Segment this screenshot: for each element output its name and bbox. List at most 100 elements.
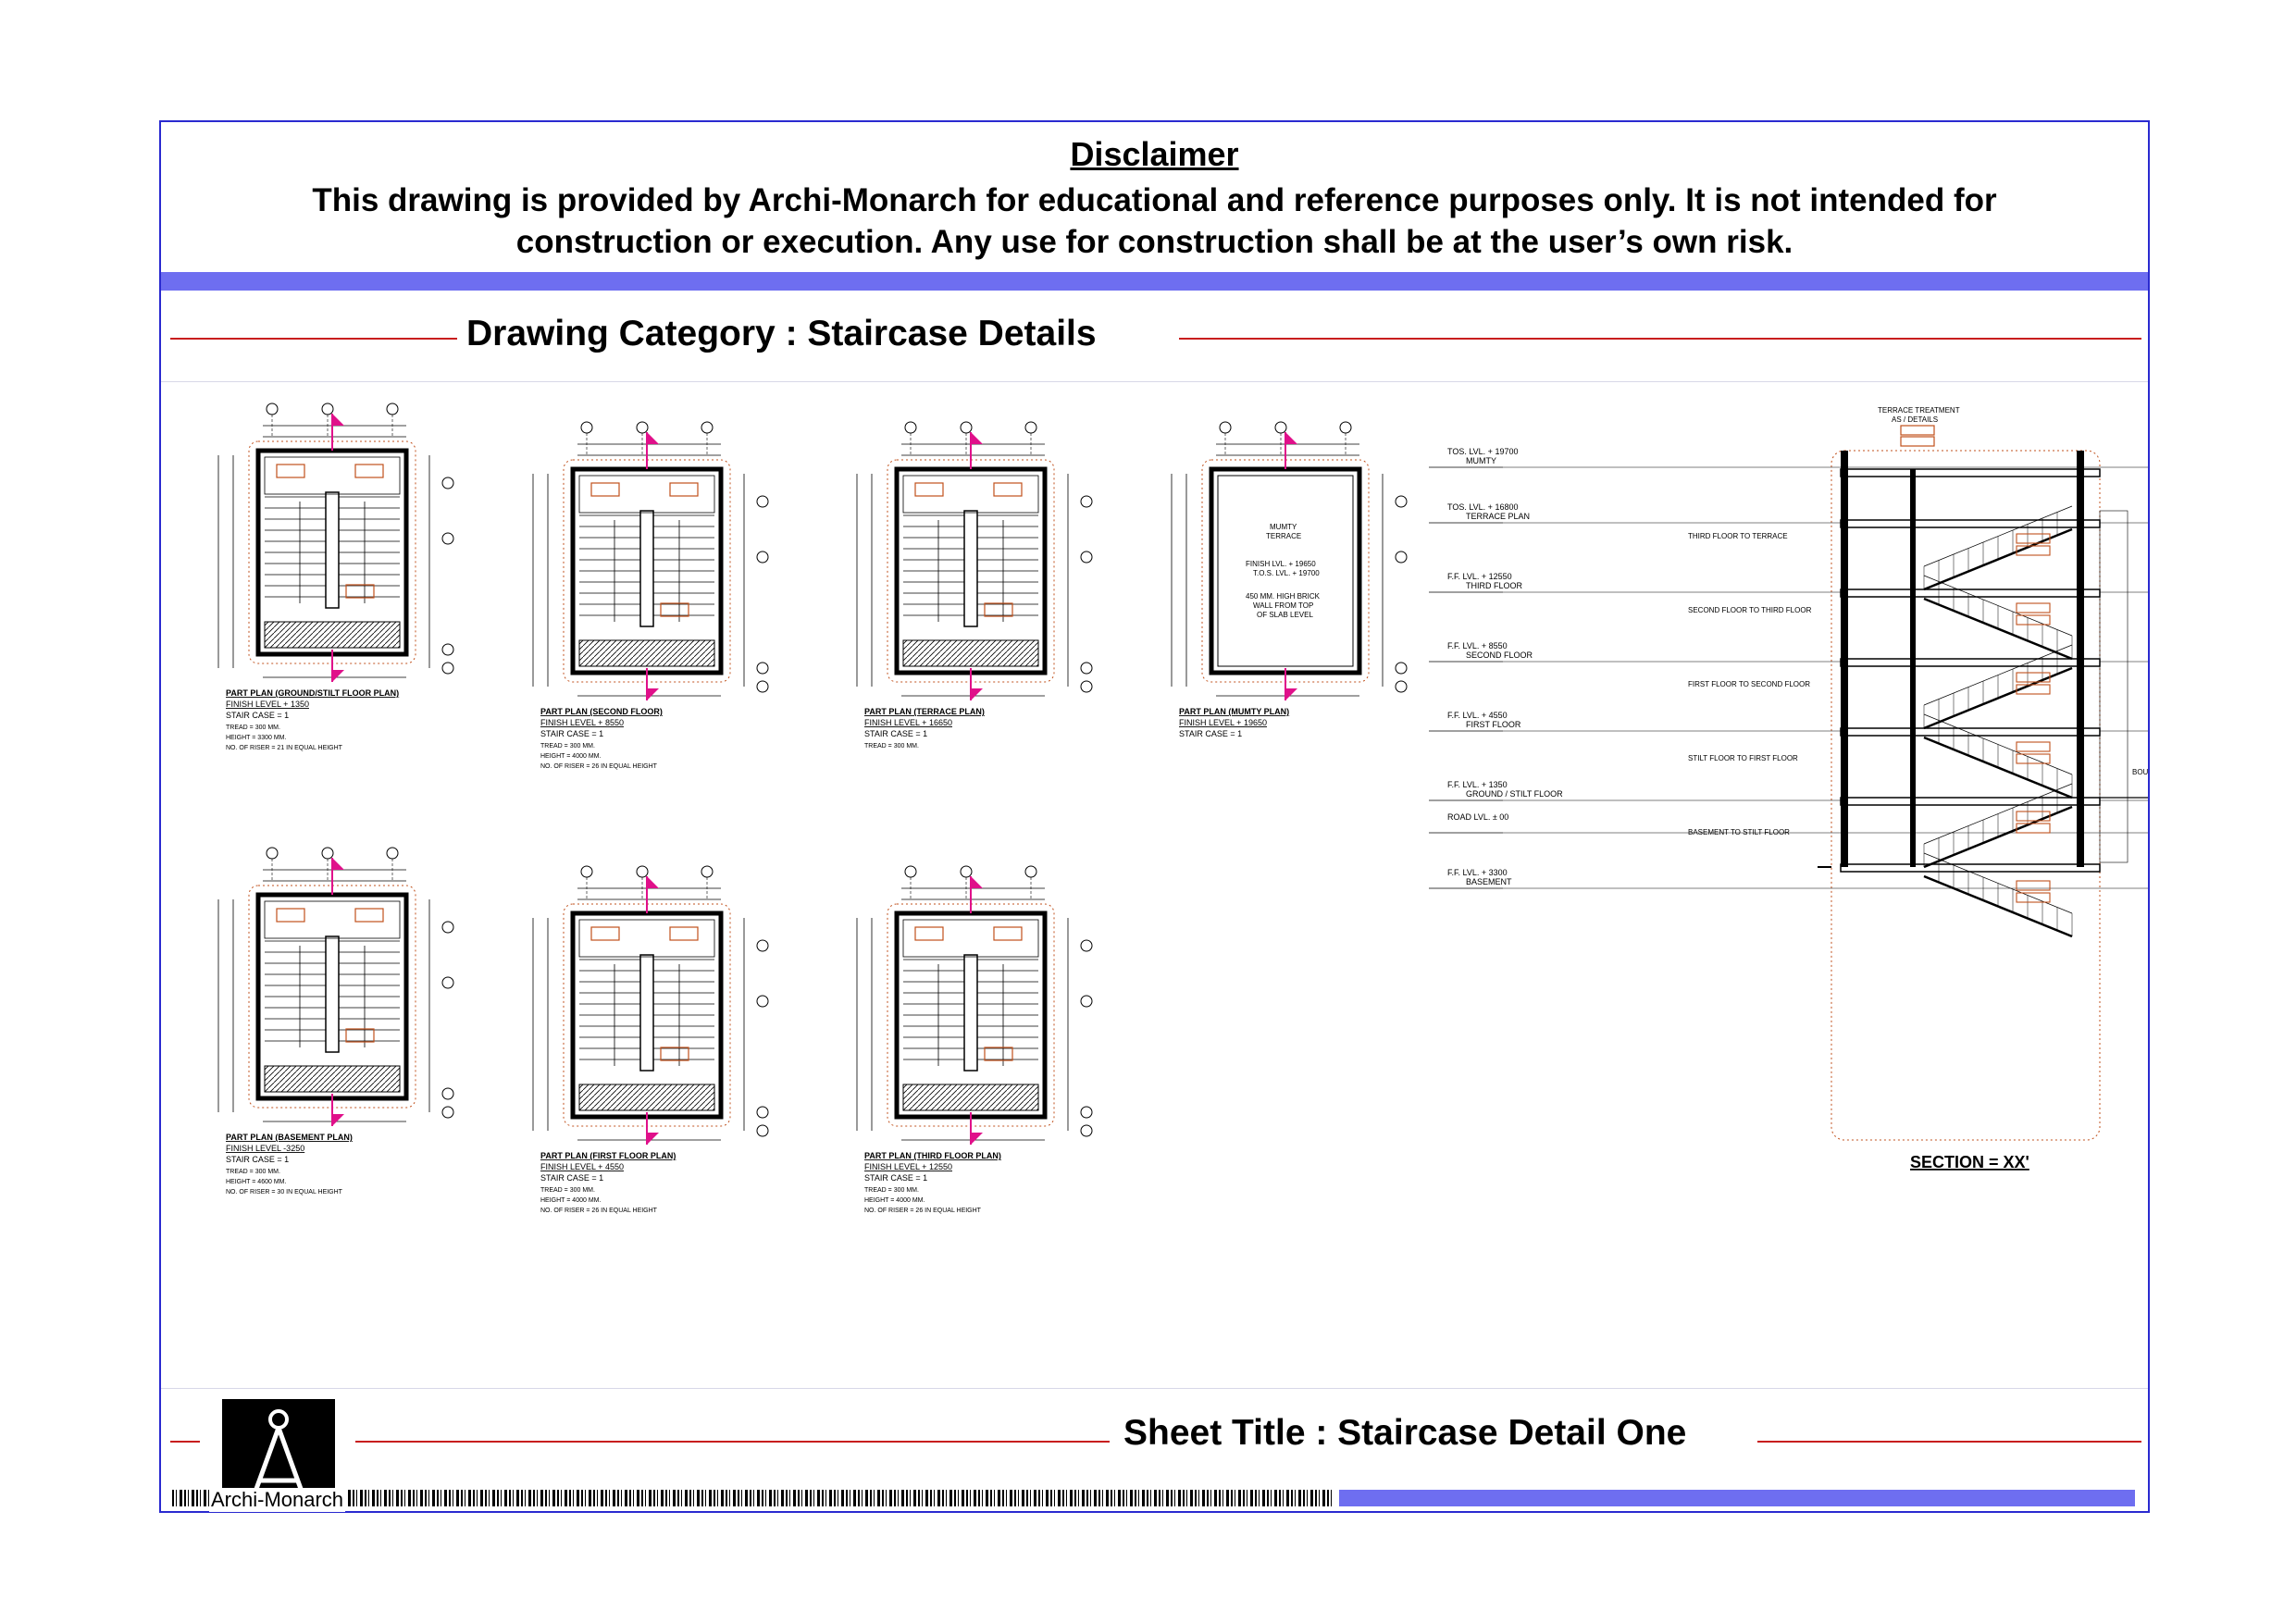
level-tag — [914, 926, 944, 941]
level-tag — [345, 1028, 375, 1043]
mumty-wall-note: OF SLAB LEVEL — [1257, 611, 1313, 619]
flight-note: STILT FLOOR TO FIRST FLOOR — [1688, 754, 1798, 762]
grid-bubble — [441, 976, 454, 989]
sheet-title: Sheet Title : Staircase Detail One — [1123, 1413, 1687, 1453]
mumty-finish: FINISH LVL. + 19650 — [1246, 560, 1316, 568]
staircase-plan-5: PART PLAN (BASEMENT PLAN)FINISH LEVEL -3… — [217, 847, 454, 1196]
grid-bubble — [321, 847, 334, 860]
level-tag — [993, 926, 1023, 941]
sheet-frame: Disclaimer This drawing is provided by A… — [159, 120, 2150, 1513]
landing — [578, 475, 715, 514]
grid-bubble — [1080, 939, 1093, 952]
level-tag — [2016, 614, 2051, 626]
grid-bubble — [1024, 865, 1037, 878]
level-tag — [345, 584, 375, 599]
level-tag — [993, 482, 1023, 497]
level-tag — [2016, 811, 2051, 822]
grid-bubble — [756, 995, 769, 1008]
floor-slab — [1840, 588, 2101, 598]
plan-stair-count: STAIR CASE = 1 — [226, 711, 289, 720]
plan-finish-level: FINISH LEVEL + 19650 — [1179, 718, 1267, 727]
grid-bubble — [1080, 551, 1093, 564]
level-name: SECOND FLOOR — [1466, 650, 1533, 660]
section-marker-top — [971, 876, 983, 888]
shaft-strip — [578, 639, 715, 667]
level-tag — [590, 482, 620, 497]
flight-note: THIRD FLOOR TO TERRACE — [1688, 532, 1788, 540]
section-marker-bottom — [332, 670, 344, 682]
level-tag — [669, 482, 699, 497]
level-tag — [590, 926, 620, 941]
level-tag — [1900, 425, 1935, 436]
mumty-inner — [1217, 475, 1354, 667]
floor-slab — [1840, 519, 2101, 528]
section-marker-bottom — [647, 1133, 659, 1145]
direction-arrow — [937, 520, 1004, 622]
grid-bubble — [1219, 421, 1232, 434]
grid-bubble — [1395, 680, 1408, 693]
level-tag — [2016, 741, 2051, 752]
floor-slab — [1840, 727, 2101, 737]
section-marker-top — [971, 432, 983, 444]
staircase-plan-6: PART PLAN (FIRST FLOOR PLAN) FINISH LEVEL… — [532, 865, 769, 1214]
plan-stair-count: STAIR CASE = 1 — [226, 1155, 289, 1164]
grid-bubble — [756, 551, 769, 564]
level-value: TOS. LVL. + 16800 — [1447, 502, 1518, 512]
grid-bubble — [441, 532, 454, 545]
level-tag — [354, 464, 384, 478]
terrace-note: TERRACE TREATMENT — [1878, 406, 1960, 415]
brand-name: Archi-Monarch — [209, 1488, 346, 1512]
grid-bubble — [756, 680, 769, 693]
mumty-tos: T.O.S. LVL. + 19700 — [1253, 569, 1320, 577]
direction-arrow — [614, 520, 680, 622]
grid-bubble — [386, 847, 399, 860]
category-divider — [161, 381, 2148, 382]
section-marker-top — [332, 858, 344, 870]
level-value: F.F. LVL. + 4550 — [1447, 711, 1508, 720]
level-tag — [660, 602, 689, 617]
level-tag — [914, 482, 944, 497]
grid-bubble — [1339, 421, 1352, 434]
stair-well — [639, 954, 654, 1072]
terrace-note: AS / DETAILS — [1892, 415, 1938, 424]
plan-finish-level: FINISH LEVEL -3250 — [226, 1144, 304, 1153]
footer-rule-left — [170, 1441, 200, 1443]
level-name: TERRACE PLAN — [1466, 512, 1530, 521]
plan-stair-count: STAIR CASE = 1 — [1179, 729, 1242, 738]
section-marker-bottom — [971, 688, 983, 700]
grid-bubble — [701, 421, 714, 434]
grid-bubble — [756, 662, 769, 675]
floor-slab — [1840, 468, 2101, 477]
wall-left — [1841, 451, 1848, 867]
disclaimer-line-1: This drawing is provided by Archi-Monarc… — [312, 182, 1997, 218]
floor-slab — [1840, 658, 2101, 667]
grid-bubble — [1274, 421, 1287, 434]
plan-finish-level: FINISH LEVEL + 1350 — [226, 700, 309, 709]
direction-arrow — [614, 964, 680, 1066]
staircase-plan-2: PART PLAN (SECOND FLOOR)FINISH LEVEL + 8… — [532, 421, 769, 770]
grid-bubble — [580, 865, 593, 878]
section-marker-top — [1285, 432, 1297, 444]
category-row: Drawing Category : Staircase Details — [161, 312, 2148, 367]
drawing-category: Drawing Category : Staircase Details — [466, 314, 1097, 353]
direction-arrow — [937, 964, 1004, 1066]
section-marker-bottom — [971, 1133, 983, 1145]
disclaimer-title: Disclaimer — [1070, 135, 1239, 173]
grid-bubble — [756, 1124, 769, 1137]
plan-tread: TREAD = 300 MM. — [226, 1169, 280, 1175]
level-tag — [669, 926, 699, 941]
plan-stair-count: STAIR CASE = 1 — [540, 1173, 603, 1183]
grid-bubble — [441, 1106, 454, 1119]
landing — [264, 456, 401, 495]
landing — [578, 919, 715, 958]
plan-finish-level: FINISH LEVEL + 4550 — [540, 1162, 624, 1171]
plan-riser: NO. OF RISER = 26 IN EQUAL HEIGHT — [540, 763, 658, 770]
plan-stair-count: STAIR CASE = 1 — [540, 729, 603, 738]
grid-bubble — [441, 921, 454, 934]
plan-title: PART PLAN (FIRST FLOOR PLAN) — [540, 1151, 676, 1160]
grid-bubble — [1395, 662, 1408, 675]
level-tag — [984, 1047, 1013, 1061]
staircase-plan-1: PART PLAN (GROUND/STILT FLOOR PLAN)FINIS… — [217, 403, 454, 751]
level-value: F.F. LVL. + 8550 — [1447, 641, 1508, 650]
category-rule-right — [1179, 338, 2141, 340]
